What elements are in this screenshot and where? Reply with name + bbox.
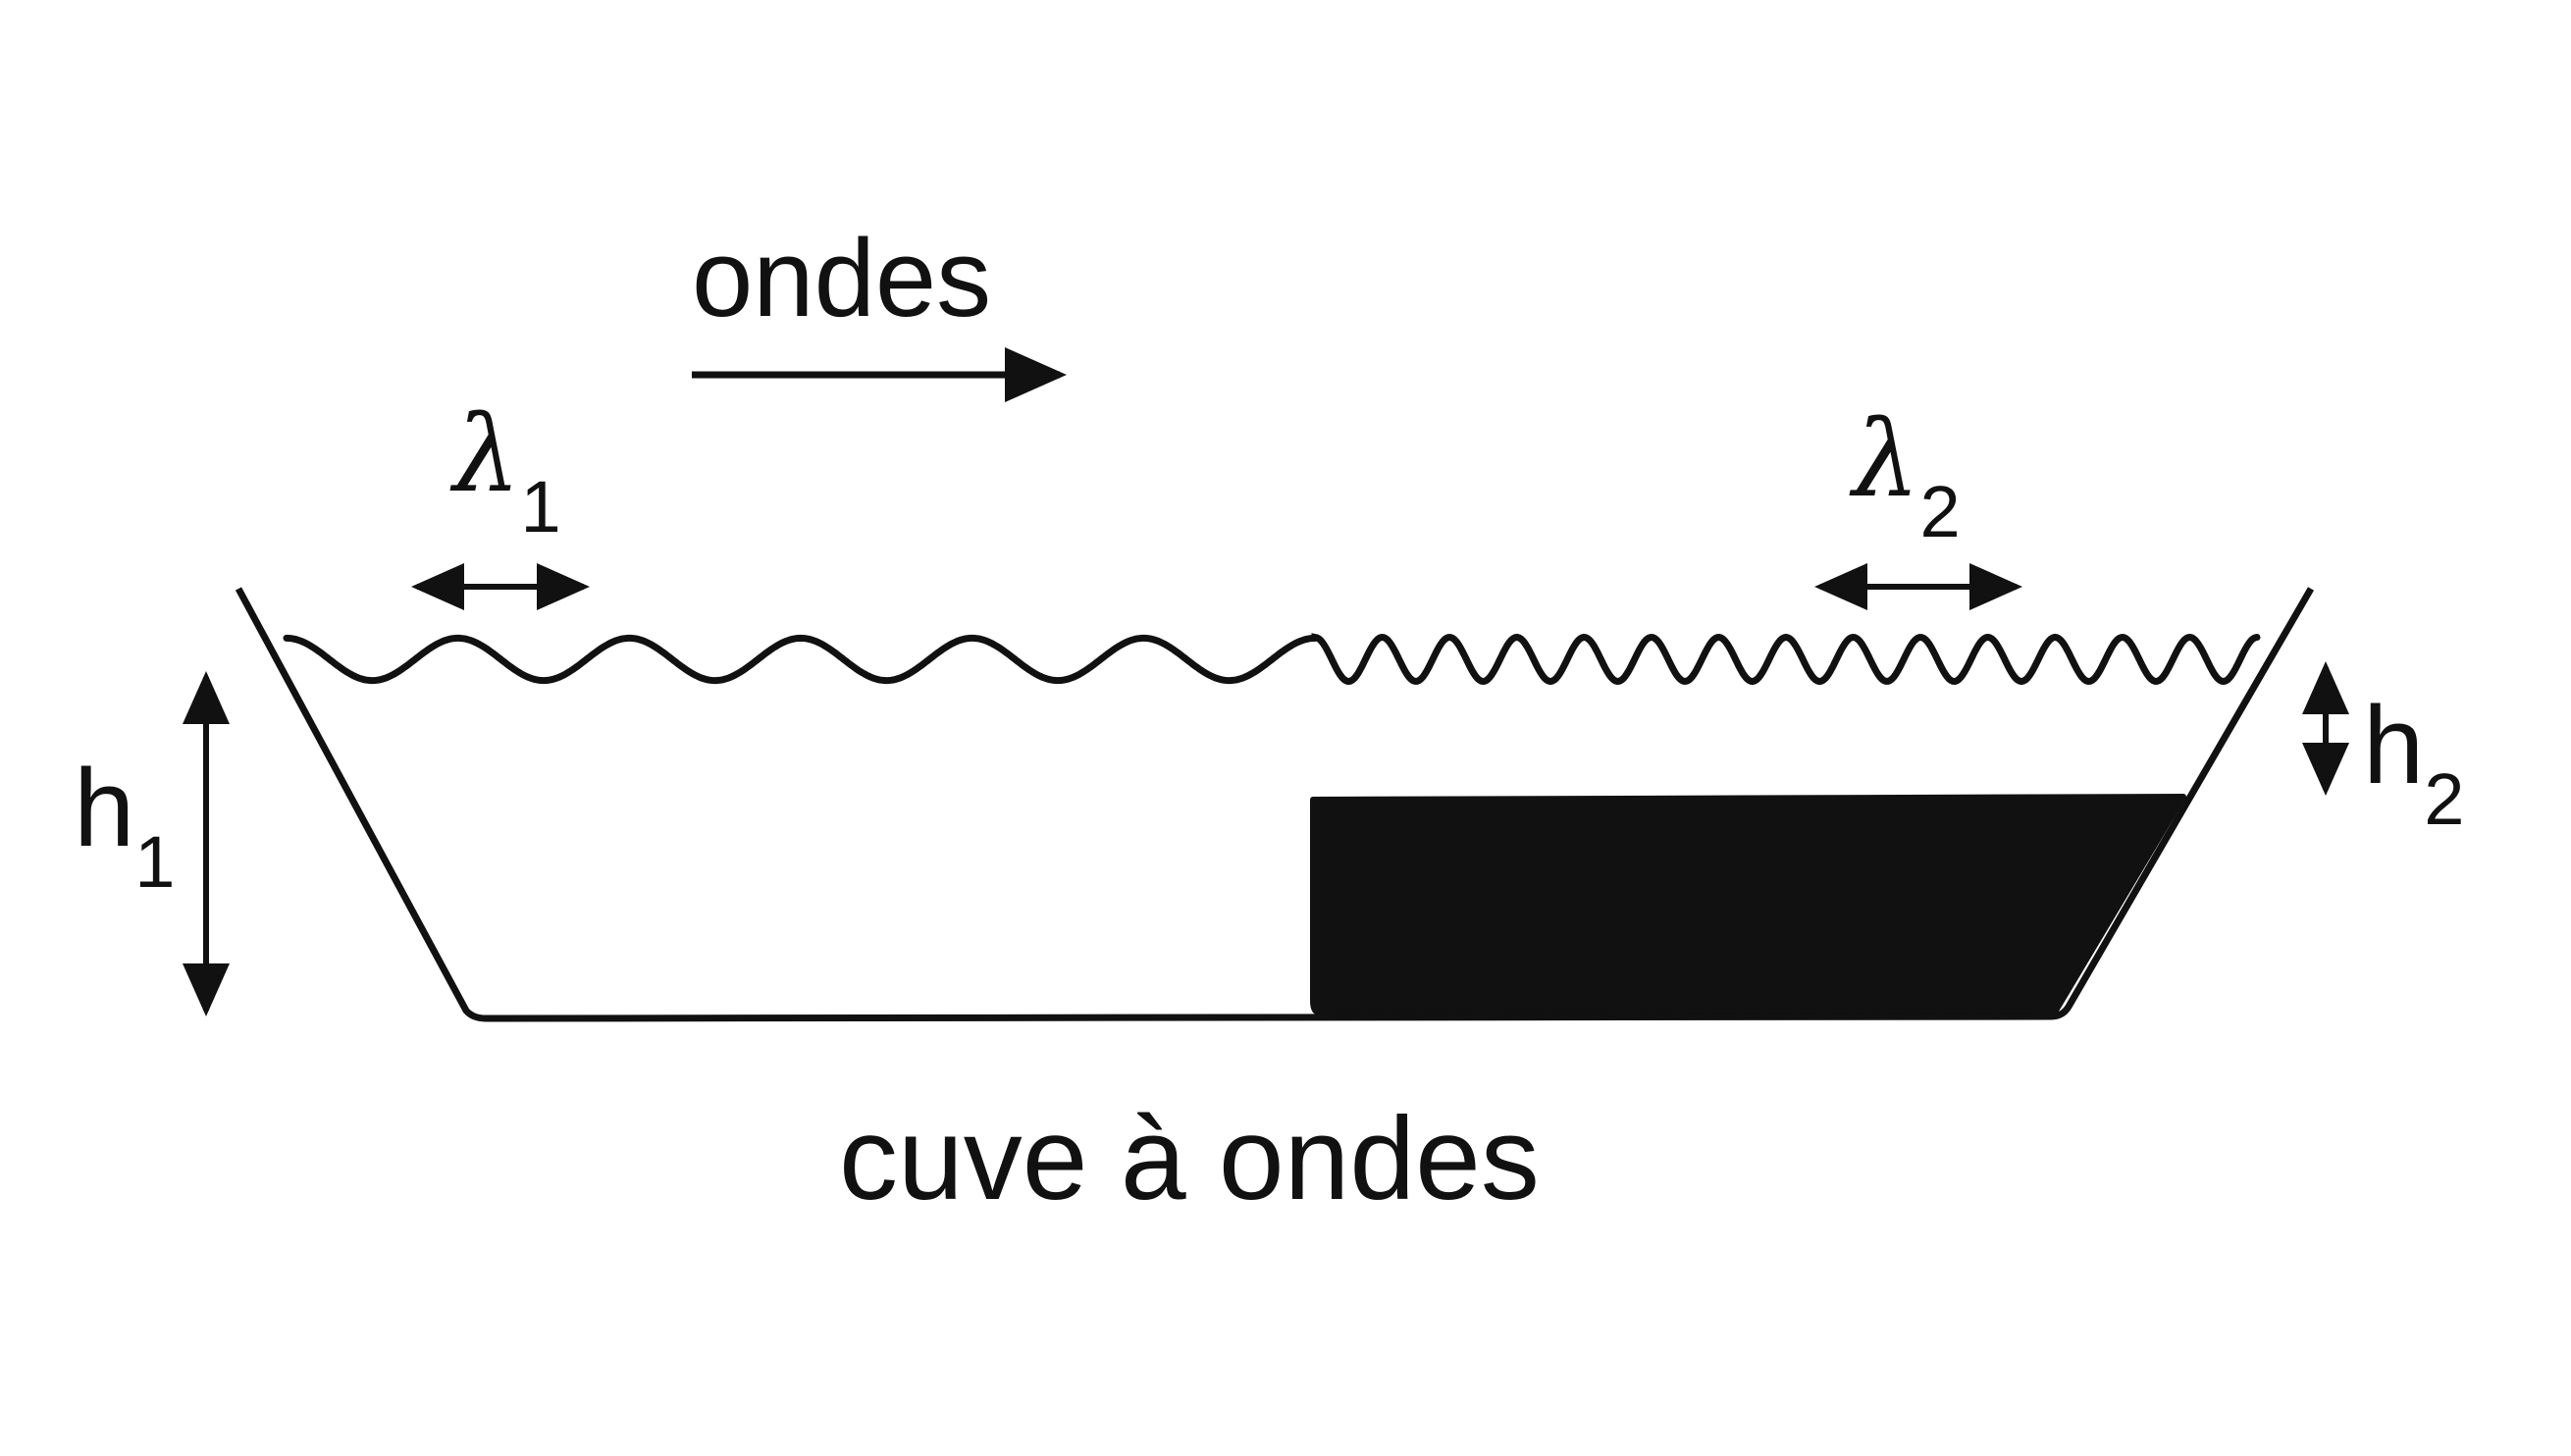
h2-subscript: 2 xyxy=(2424,758,2464,840)
tank-outline xyxy=(235,587,2315,1022)
h1-symbol: h xyxy=(74,747,134,869)
lambda1-label: λ1 xyxy=(449,393,561,547)
diagram-caption: cuve à ondes xyxy=(839,1093,1540,1224)
h2-symbol: h xyxy=(2363,684,2424,806)
h2-label: h2 xyxy=(2363,684,2464,840)
shallow-region-block xyxy=(1310,794,2186,1015)
h1-subscript: 1 xyxy=(134,821,175,903)
h1-label: h1 xyxy=(74,747,175,903)
lambda2-subscript: 2 xyxy=(1919,471,1960,552)
lambda2-label: λ2 xyxy=(1849,398,1961,552)
lambda1-subscript: 1 xyxy=(520,466,560,547)
waves-label: ondes xyxy=(692,217,991,339)
water-surface-wave xyxy=(283,633,2261,686)
lambda1-symbol: λ xyxy=(449,393,520,516)
lambda2-symbol: λ xyxy=(1849,398,1919,521)
